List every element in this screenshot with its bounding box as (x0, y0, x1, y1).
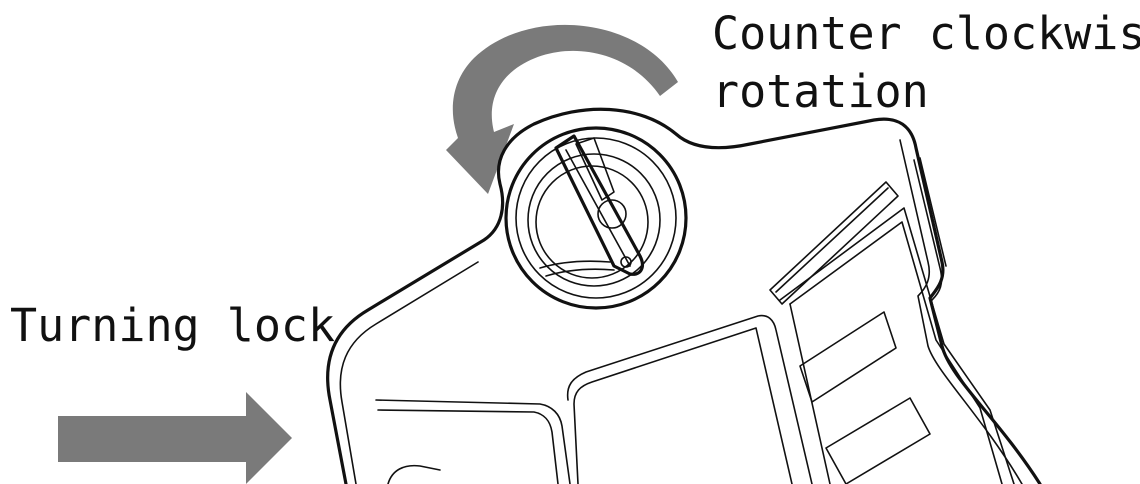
panel-slot-2 (825, 397, 931, 484)
left-panel (375, 399, 571, 484)
rotation-label-line-2: rotation (712, 65, 929, 118)
right-arrow-icon (58, 392, 292, 484)
counter-clockwise-arrow-icon (446, 24, 678, 194)
upper-rib-inner (775, 187, 889, 293)
turning-lock-handle-icon (554, 134, 644, 276)
left-panel-inner (377, 409, 559, 484)
lock-housing-inner (527, 153, 661, 287)
right-panel-inner (789, 221, 1003, 484)
turning-lock-label: Turning lock (10, 299, 336, 352)
lock-pin (620, 256, 632, 268)
rotation-label-line-1: Counter clockwise (712, 7, 1140, 60)
right-panel (779, 207, 1015, 484)
lock-handle-ridge (565, 149, 631, 267)
device-body-edge (339, 261, 479, 484)
device-side-edge (899, 139, 1023, 484)
lock-ledge-2 (545, 268, 615, 277)
center-panel (566, 314, 813, 484)
lock-housing-outer (504, 126, 688, 310)
panel-divider (789, 303, 831, 484)
lock-handle-grip (575, 137, 615, 201)
device-body-outline (326, 107, 1042, 484)
upper-rib (769, 181, 899, 305)
panel-slot-1 (799, 311, 897, 403)
device-side-rail (913, 159, 943, 301)
lock-ledge (539, 260, 611, 269)
corner-detail (387, 464, 441, 484)
center-panel-inner (573, 327, 793, 484)
lock-pivot (597, 199, 627, 229)
device-side-rail-2 (919, 157, 947, 267)
lock-housing-ring (515, 137, 677, 299)
